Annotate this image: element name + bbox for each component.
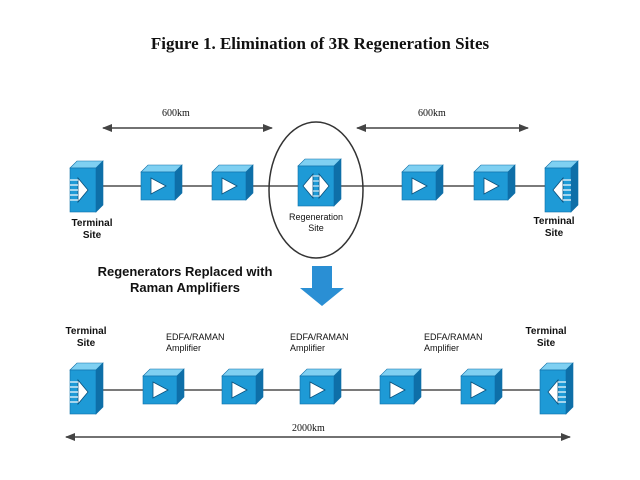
top-right-distance-label: 600km bbox=[418, 108, 446, 119]
top-amplifier-1-icon bbox=[140, 164, 183, 201]
bottom-terminal-right-icon bbox=[539, 362, 574, 415]
top-terminal-left-icon bbox=[69, 160, 104, 213]
bottom-amplifier-5-icon bbox=[460, 368, 503, 405]
top-left-distance-label: 600km bbox=[162, 108, 190, 119]
top-terminal-right-icon bbox=[544, 160, 579, 213]
figure-title: Figure 1. Elimination of 3R Regeneration… bbox=[150, 34, 490, 53]
top-amplifier-3-icon bbox=[401, 164, 444, 201]
bottom-amplifier-2-icon bbox=[221, 368, 264, 405]
bottom-amplifier-3-icon bbox=[299, 368, 342, 405]
top-amplifier-4-icon bbox=[473, 164, 516, 201]
down-arrow-icon bbox=[300, 266, 344, 306]
bottom-distance-label: 2000km bbox=[292, 423, 325, 434]
top-amplifier-2-icon bbox=[211, 164, 254, 201]
bottom-amplifier-4-icon bbox=[379, 368, 422, 405]
bottom-amplifier-1-icon bbox=[142, 368, 185, 405]
regenerator-icon bbox=[297, 158, 342, 207]
bottom-terminal-left-icon bbox=[69, 362, 104, 415]
regeneration-site-circle bbox=[268, 121, 364, 259]
